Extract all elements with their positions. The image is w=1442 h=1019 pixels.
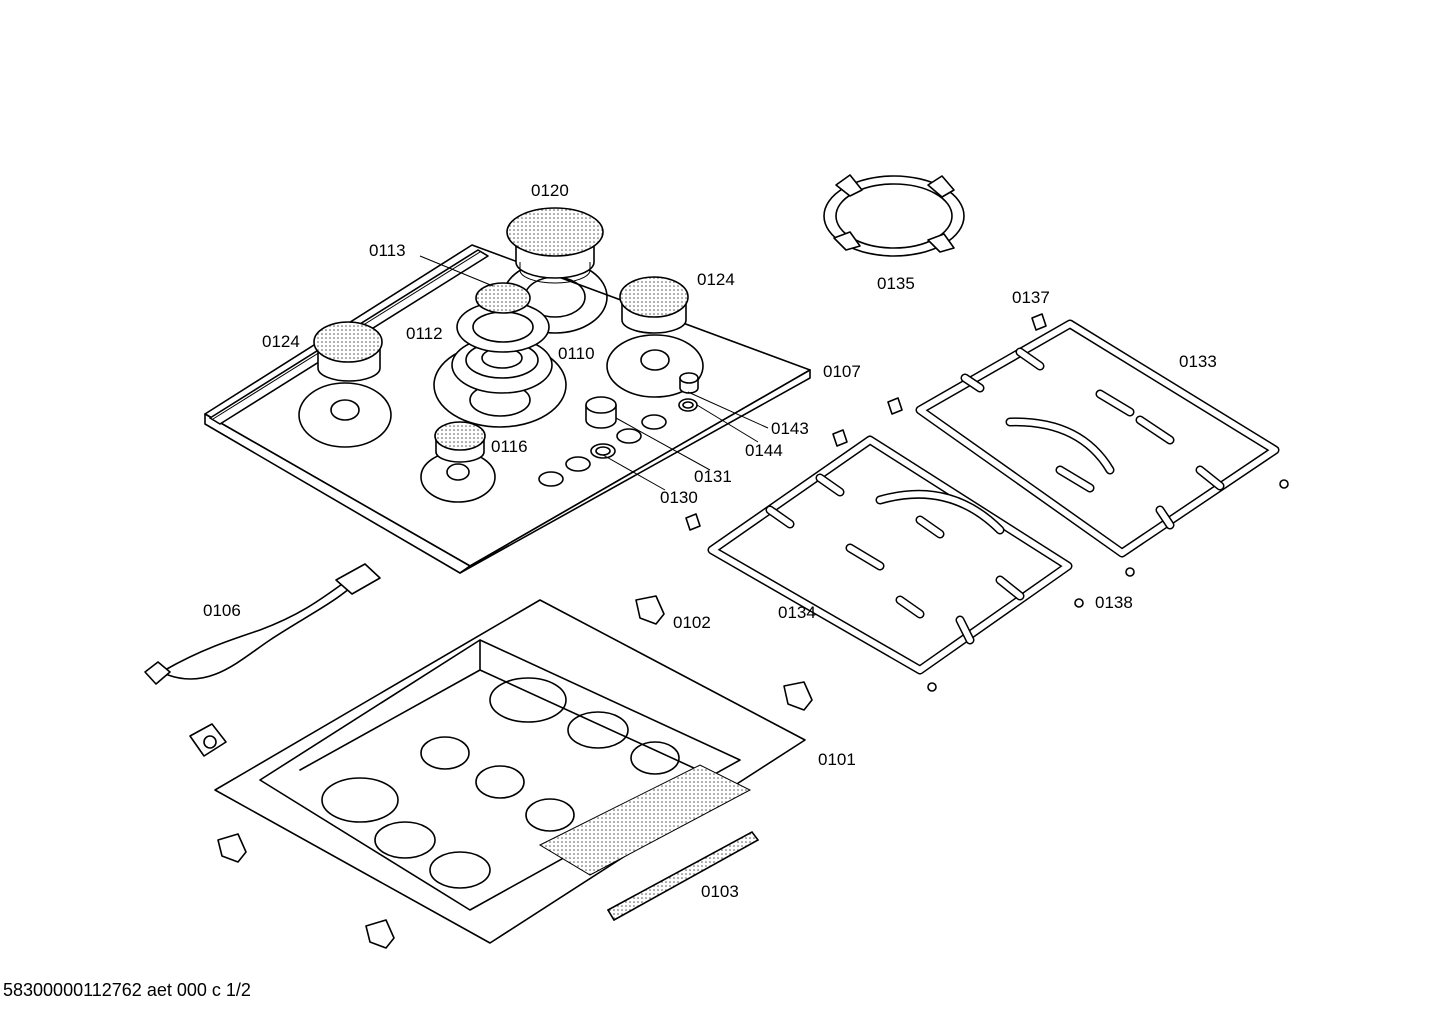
knob-part-0143 [679,372,699,394]
rubber-feet-0138 [927,479,1289,692]
burner-wok-0110 [451,282,553,394]
burner-seat-left [298,382,392,448]
pan-support-0134 [707,435,1073,675]
leader-lines [419,255,769,491]
front-bar-0103 [606,830,760,922]
label-0102: 0102 [673,613,711,632]
label-0113: 0113 [369,241,406,260]
label-0112: 0112 [406,324,443,343]
burner-0124-right [619,276,689,334]
label-0106: 0106 [203,601,241,620]
tray-vent-area [538,764,752,876]
label-0116: 0116 [491,437,528,456]
label-0143: 0143 [771,419,809,438]
label-0124-left: 0124 [262,332,300,351]
diagram-code: 58300000112762 aet 000 c 1/2 [3,980,251,1000]
igniter-unit [189,723,227,757]
label-0107: 0107 [823,362,861,381]
burner-0116 [434,421,486,463]
label-0103: 0103 [701,882,739,901]
label-0120: 0120 [531,181,569,200]
knob-0131 [585,396,617,429]
part-labels: 0120 0113 0124 0124 0112 0110 0107 0116 … [203,181,1217,901]
tray-clips-0102 [217,595,813,949]
label-0124-right: 0124 [697,270,735,289]
pan-support-0133 [915,319,1280,558]
label-0134: 0134 [778,603,816,622]
power-cable-0106 [144,563,381,685]
label-0101: 0101 [818,750,856,769]
bottom-tray-0101 [214,599,806,944]
label-0144: 0144 [745,441,783,460]
ring-part-0144 [678,398,698,412]
clips-0137 [685,313,1047,531]
burner-seat-right [606,334,704,398]
label-0135: 0135 [877,274,915,293]
label-0131: 0131 [694,467,732,486]
tray-burner-holes [321,677,680,889]
burner-0124-left [313,321,383,382]
wok-ring-0135 [823,174,965,257]
label-0130: 0130 [660,488,698,507]
label-0133: 0133 [1179,352,1217,371]
label-0110: 0110 [558,344,595,363]
label-0137: 0137 [1012,288,1050,307]
label-0138: 0138 [1095,593,1133,612]
burner-0120 [506,207,604,284]
